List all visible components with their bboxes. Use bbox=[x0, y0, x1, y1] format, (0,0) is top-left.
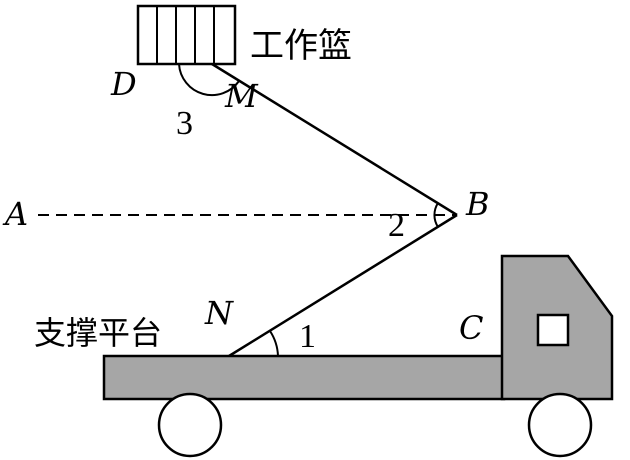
label-angle-3: 3 bbox=[176, 105, 193, 142]
label-support-platform: 支撑平台 bbox=[34, 314, 162, 352]
boom-arm-MB bbox=[211, 62, 458, 217]
label-angle-2: 2 bbox=[388, 207, 405, 244]
boom-arm-NB bbox=[228, 213, 458, 358]
label-point-N: N bbox=[204, 294, 234, 332]
truck-window bbox=[536, 313, 570, 347]
label-point-C: C bbox=[459, 309, 483, 347]
label-point-A: A bbox=[2, 195, 28, 233]
label-point-M: M bbox=[224, 77, 259, 115]
label-angle-1: 1 bbox=[299, 318, 316, 355]
support-platform bbox=[102, 354, 506, 401]
angle-arc-1 bbox=[269, 330, 279, 357]
work-basket bbox=[136, 4, 237, 66]
label-work-basket: 工作篮 bbox=[250, 26, 352, 66]
truck bbox=[102, 254, 614, 458]
angle-arc-2 bbox=[433, 202, 439, 228]
truck-wheel-front bbox=[527, 392, 593, 458]
label-point-B: B bbox=[465, 185, 490, 223]
angle-arc-3 bbox=[178, 63, 240, 97]
label-point-D: D bbox=[110, 65, 137, 103]
truck-wheel-rear bbox=[157, 392, 223, 458]
